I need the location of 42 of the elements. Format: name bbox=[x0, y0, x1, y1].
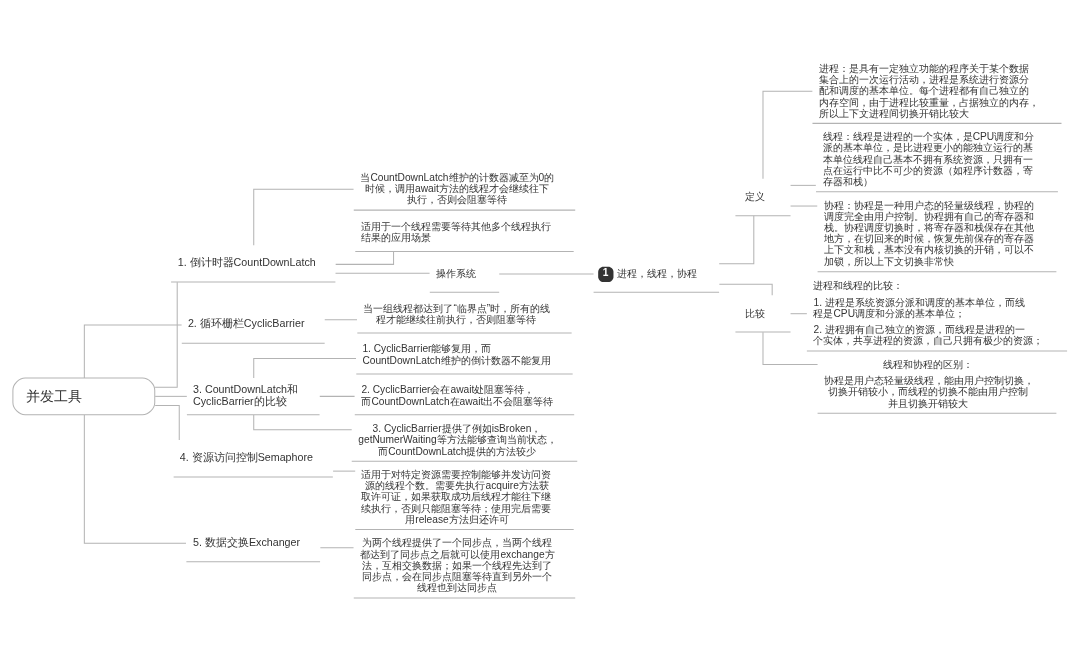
node-text: 线程和协程的区别： 协程是用户态轻量级线程，能由用户控制切换，切换开销较小，而线程的切换不能由用户控制并且切换开销较大 bbox=[823, 358, 1034, 409]
connector bbox=[498, 273, 595, 275]
node-text: 当CountDownLatch维护的计数器减至为0的时候，调用await方法的线程才会继续往下执行，否则会阻塞等待 bbox=[360, 172, 555, 206]
connector bbox=[83, 414, 187, 544]
connector bbox=[790, 313, 808, 315]
node-text: 3. CyclicBarrier提供了例如isBroken，getNumerWaiting等方法能够查询当前状态，而CountDownLatch提供的方法较少 bbox=[358, 423, 557, 457]
connector bbox=[154, 281, 178, 388]
connector bbox=[335, 272, 431, 274]
connector bbox=[335, 251, 395, 265]
node-text: 为两个线程提供了一个同步点，当两个线程都达到了同步点之后就可以使用exchange方法，互相交换数据；如果一个线程先达到了同步点，会在同步点阻塞等待直到另外一个线程也到达同步点 bbox=[360, 537, 555, 594]
connector bbox=[319, 395, 356, 397]
connector bbox=[718, 215, 755, 265]
connector bbox=[154, 405, 180, 441]
connector bbox=[790, 205, 818, 207]
connector bbox=[790, 184, 817, 186]
node-text: 线程：线程是进程的一个实体，是CPU调度和分派的基本单位，是比进程更小的能独立运行的基本单位线程自己基本不拥有系统资源，只拥有一点在运行中比不可少的资源（如程序计数器，寄存器和栈） bbox=[822, 131, 1035, 188]
connector bbox=[332, 470, 356, 472]
connector bbox=[762, 331, 819, 365]
node-text: 操作系统 bbox=[435, 267, 476, 279]
node-text: 比较 bbox=[744, 307, 765, 319]
connector bbox=[83, 324, 183, 379]
connector bbox=[253, 358, 357, 379]
node-text: 当一组线程都达到了“临界点”时，所有的线程才能继续往前执行，否则阻塞等待 bbox=[363, 302, 551, 325]
connector bbox=[154, 395, 188, 397]
connector bbox=[324, 319, 358, 321]
node-text: 5. 数据交换Exchanger bbox=[193, 535, 301, 548]
node-text: 协程：协程是一种用户态的轻量级线程，协程的调度完全由用户控制。协程拥有自己的寄存器和栈。协程调度切换时，将寄存器和栈保存在其他地方，在切回来的时候，恢复先前保存的寄存器上下文和栈，基本没有内核切换的开销，可以不加锁，所以上下文切换非常快 bbox=[823, 199, 1034, 267]
node-text: 2. 循环栅栏CyclicBarrier bbox=[187, 317, 305, 330]
connector bbox=[253, 188, 355, 246]
node-text: 3. CountDownLatch和CyclicBarrier的比较 bbox=[193, 382, 299, 407]
connector bbox=[762, 90, 813, 180]
node-text: 定义 bbox=[744, 191, 765, 203]
node-text: 2. CyclicBarrier会在await处阻塞等待，而CountDownLatch在await出不会阻塞等待 bbox=[361, 384, 554, 407]
node-box: 并发工具 bbox=[12, 377, 156, 416]
node-text: 适用于一个线程需要等待其他多个线程执行结果的应用场景 bbox=[361, 221, 552, 244]
node-text: 适用于对特定资源需要控制能够并发访问资源的线程个数。需要先执行acquire方法获取许可证，如果获取成功后线程才能往下继续执行，否则只能阻塞等待；使用完后需要用release方法归还许可 bbox=[361, 469, 552, 525]
node-text: 4. 资源访问控制Semaphore bbox=[179, 451, 313, 464]
node-text: 进程：是具有一定独立功能的程序关于某个数据集合上的一次运行活动，进程是系统进行资源分配和调度的基本单位。每个进程都有自己独立的内存空间，由于进程比较重量，占据独立的内存，所以上下文进程间切换开销比较大 bbox=[818, 62, 1039, 119]
connector bbox=[319, 547, 355, 549]
node-text: 1. CyclicBarrier能够复用，而CountDownLatch维护的倒计数器不能复用 bbox=[362, 343, 551, 366]
node-text: 进程和线程的比较： 1. 进程是系统资源分派和调度的基本单位，而线程是CPU调度和分派的基本单位； 2. 进程拥有自己独立的资源，而线程是进程的一个实体，共享进程的资源，自己只拥有极少的资源； bbox=[813, 280, 1044, 347]
node-text: 1. 倒计时器CountDownLatch bbox=[177, 256, 316, 269]
